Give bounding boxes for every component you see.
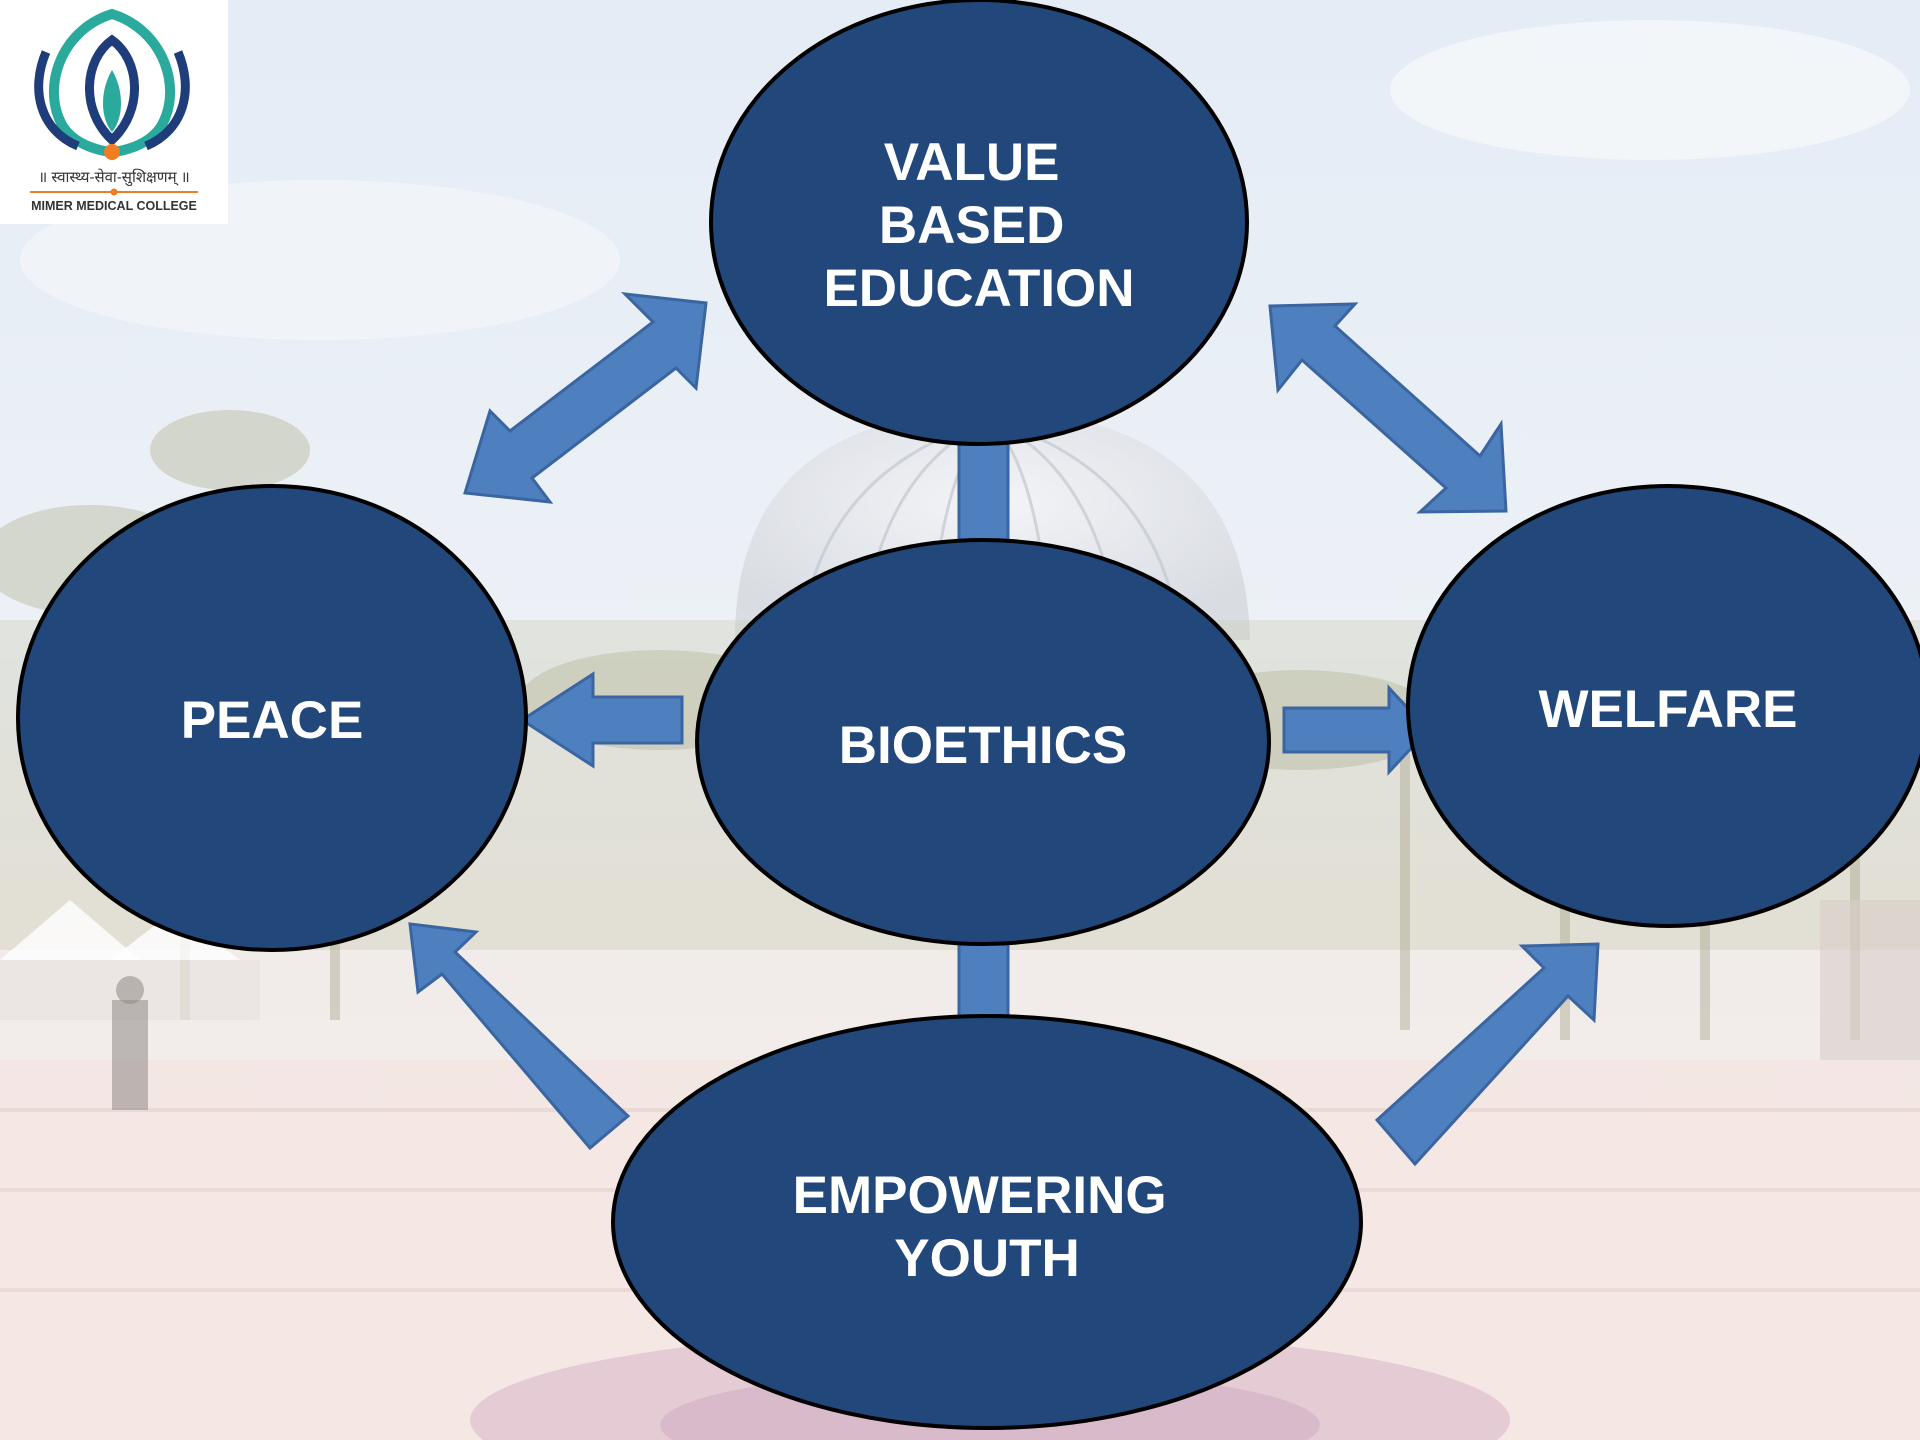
arrow-youth-peace: [408, 922, 631, 1151]
node-welfare: WELFARE: [1406, 484, 1920, 928]
logo-institution-name: MIMER MEDICAL COLLEGE: [31, 199, 197, 213]
node-label: PEACE: [181, 691, 364, 750]
node-label: VALUE BASED EDUCATION: [823, 133, 1134, 318]
double-arrow-education-welfare: [1268, 302, 1508, 514]
node-label: WELFARE: [1538, 680, 1797, 739]
node-peace: PEACE: [16, 484, 528, 952]
node-label: BIOETHICS: [839, 716, 1128, 775]
arrow-youth-welfare: [1374, 942, 1600, 1167]
node-label: EMPOWERING YOUTH: [793, 1166, 1182, 1288]
lotus-emblem-icon: [34, 8, 190, 160]
logo-motto: ॥ स्वास्थ्य-सेवा-सुशिक्षणम् ॥: [38, 168, 190, 187]
arrow-bioethics-welfare: [1282, 684, 1431, 776]
node-empowering-youth: EMPOWERING YOUTH: [611, 1014, 1363, 1430]
node-bioethics: BIOETHICS: [695, 538, 1271, 946]
college-logo: ॥ स्वास्थ्य-सेवा-सुशिक्षणम् ॥ MIMER MEDI…: [0, 0, 228, 224]
node-value-based-education: VALUE BASED EDUCATION: [709, 0, 1249, 446]
double-arrow-education-peace: [463, 292, 708, 504]
arrow-bioethics-peace: [519, 671, 684, 769]
